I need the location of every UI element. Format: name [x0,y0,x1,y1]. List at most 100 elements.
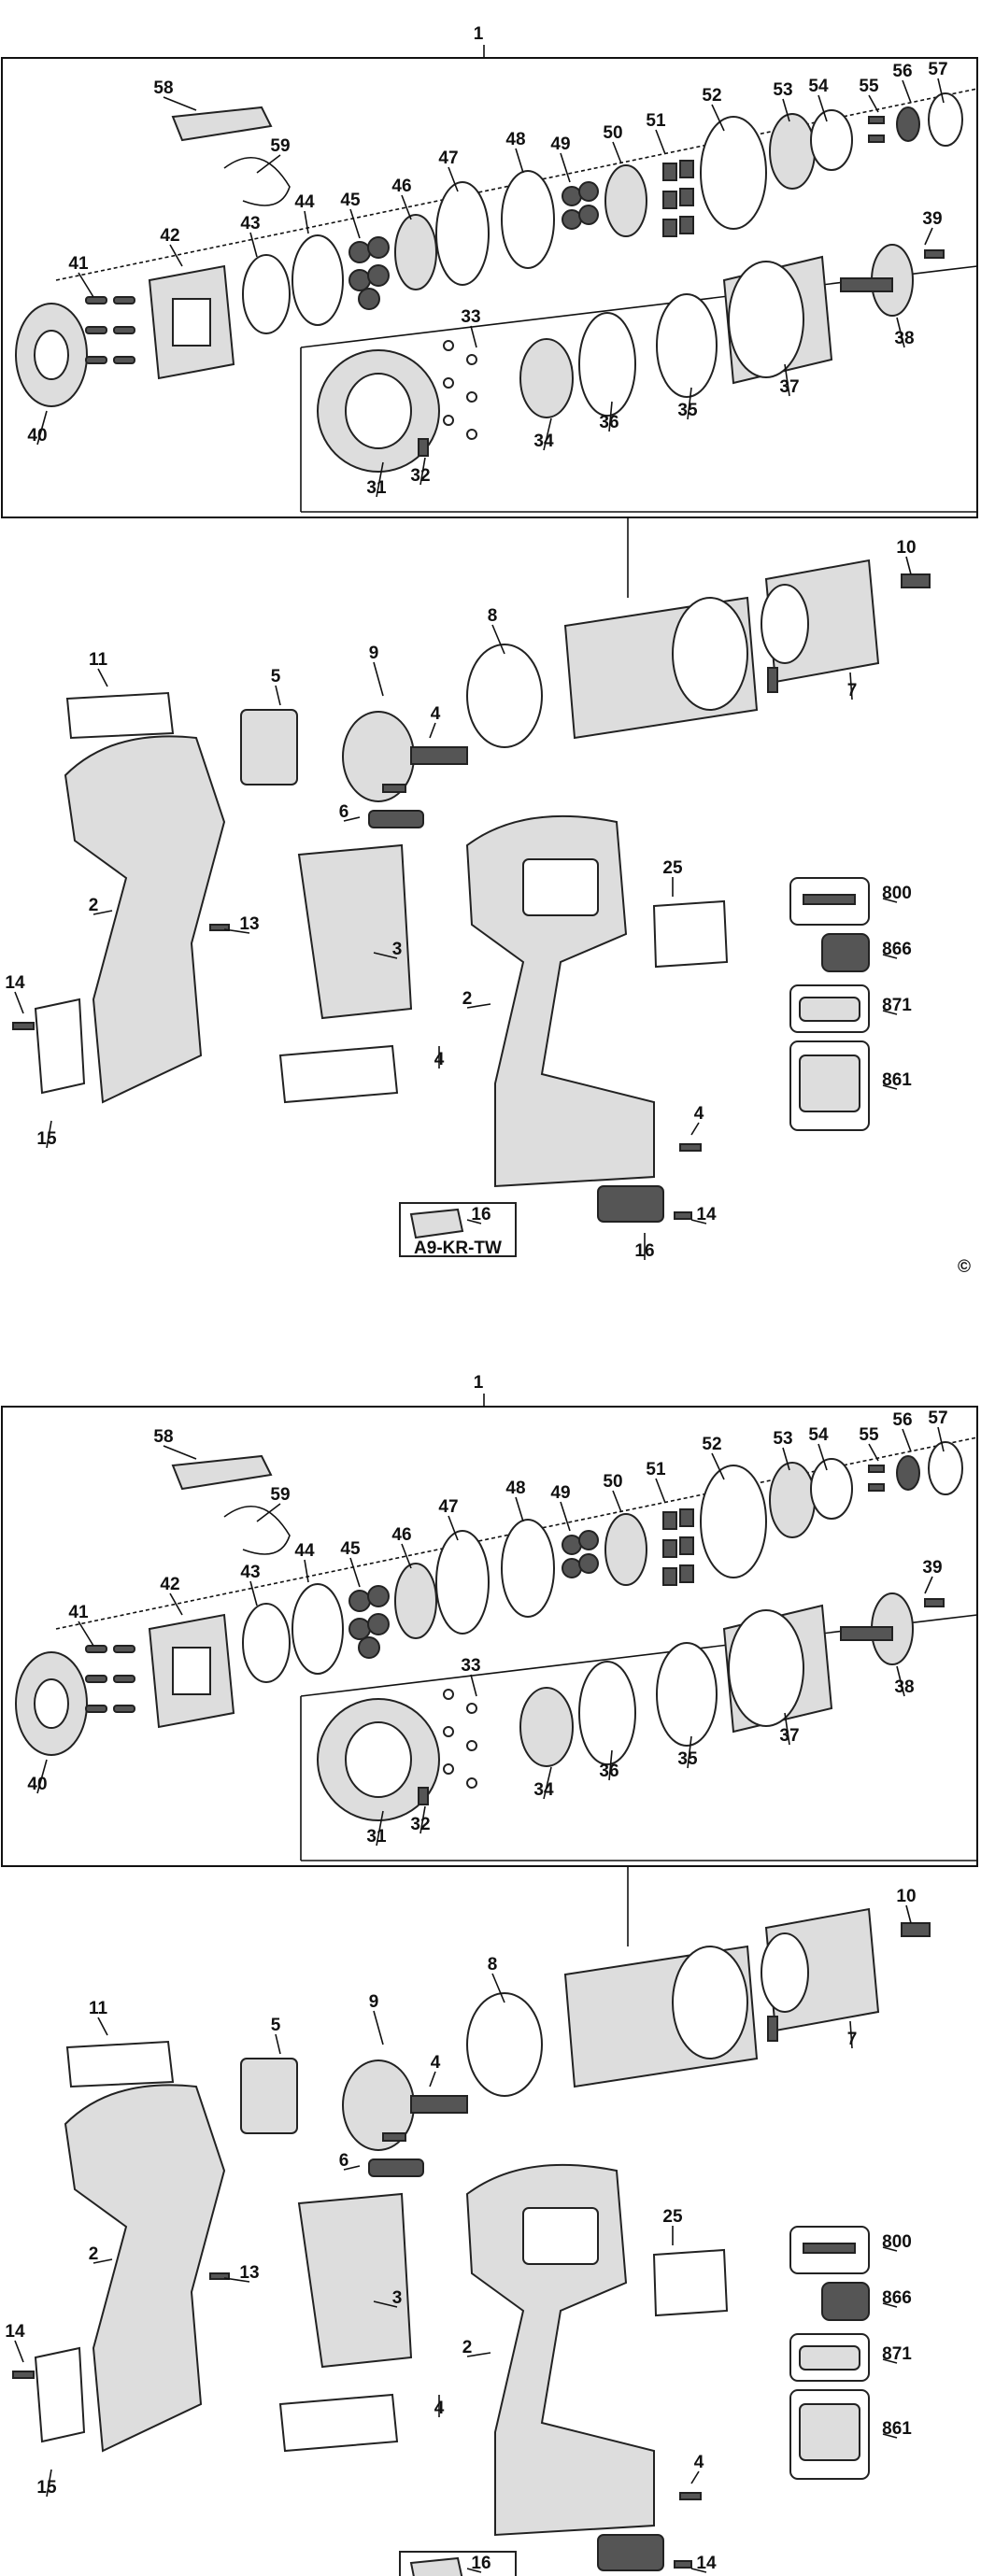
part-number-label: 40 [27,426,47,446]
roller-part [662,1539,677,1558]
part-number-label: 45 [340,191,361,210]
part-number-label: 58 [153,1427,173,1447]
part-number-label: 3 [392,940,403,959]
screw-part [113,1705,135,1713]
screw-part [418,1787,429,1805]
hub-part [769,1462,816,1538]
assembly-number-label: 1 [474,1373,484,1393]
battery-part [821,933,870,972]
brush-holder-part [240,2058,298,2134]
housing-half-part [64,2084,226,2453]
bearing-part [896,106,920,142]
part-number-label: 32 [410,466,430,486]
screw-part [113,326,135,334]
part-number-label: 10 [896,538,916,558]
charger-part [799,2345,860,2371]
part-number-label: 32 [410,1815,430,1834]
part-number-label: 861 [882,1070,912,1090]
kit-case-part [799,1054,860,1112]
gear-part [578,205,599,225]
planet-gear-part [367,1585,390,1607]
bearing-part [896,1455,920,1491]
part-number-label: 39 [922,209,942,229]
washer-part [242,254,291,334]
part-number-label: 8 [488,1955,498,1974]
gear-part [578,181,599,202]
bit-holder-part [803,894,856,905]
copyright-symbol: © [958,1257,971,1277]
carrier-part [394,1563,437,1639]
gear-part [578,1530,599,1550]
screw-part [113,356,135,364]
kit-case-part [799,2403,860,2461]
part-number-label: 14 [696,2554,717,2573]
part-number-label: 14 [5,973,25,993]
part-number-label: 43 [240,1563,260,1582]
roller-part [679,160,694,178]
part-number-label: 6 [339,802,349,822]
part-number-label: 38 [894,1677,914,1697]
ball-part [466,1740,477,1751]
washer-part [242,1603,291,1683]
part-number-label: 4 [694,2453,704,2472]
label-plate-part [65,691,175,740]
part-number-label: 2 [462,2338,473,2357]
label-plate-part [65,2040,175,2088]
gear-ring-part [435,181,490,286]
part-number-label: 51 [646,1460,666,1479]
part-number-label: 25 [662,858,683,878]
ball-part [466,429,477,440]
part-number-label: 53 [773,80,792,100]
part-number-label: 48 [505,1479,525,1498]
carrier-part [604,1513,647,1586]
screw-part [12,1022,35,1030]
clip-part [171,1454,273,1491]
part-number-label: 51 [646,111,666,131]
part-number-label: 53 [773,1429,792,1449]
part-number-label: 13 [239,2263,259,2283]
part-number-label: 14 [696,1205,717,1224]
part-number-label: 3 [392,2288,403,2308]
ring-part [810,1458,853,1520]
part-number-label: 47 [438,149,458,168]
pin-part [767,667,778,693]
part-number-label: 44 [294,192,315,212]
gear-part [562,209,582,230]
part-number-label: 58 [153,78,173,98]
part-number-label: 40 [27,1775,47,1794]
large-ring-part [700,1465,767,1578]
screw-part [113,1675,135,1683]
charger-part [799,997,860,1022]
kit-code-label: A9-KR-TW [414,1238,502,1258]
washer-part [928,1441,963,1495]
pin-part [767,2016,778,2042]
ball-part [443,415,454,426]
part-number-label: 44 [294,1541,315,1561]
part-number-label: 6 [339,2151,349,2171]
roller-part [662,1567,677,1586]
part-number-label: 14 [5,2322,25,2342]
part-number-label: 55 [859,77,879,96]
screw-part [113,1645,135,1653]
hub-part [769,113,816,190]
ball-part [443,1726,454,1737]
ball-part [443,340,454,351]
label-part [652,2248,729,2317]
spider-part [519,1687,574,1767]
ring-gear-part [291,1583,344,1675]
part-number-label: 25 [662,2207,683,2227]
planet-gear-part [367,1613,390,1635]
part-number-label: 16 [471,1205,490,1224]
pin-part [868,1465,885,1473]
part-number-label: 56 [892,62,912,81]
part-number-label: 46 [391,177,411,196]
part-number-label: 9 [369,1992,379,2012]
roller-part [662,219,677,237]
part-number-label: 50 [603,123,622,143]
part-number-label: 35 [677,401,698,420]
screw-part [901,1922,931,1937]
battery-part [821,2282,870,2321]
carrier-part [604,164,647,237]
part-number-label: 15 [36,1129,57,1149]
